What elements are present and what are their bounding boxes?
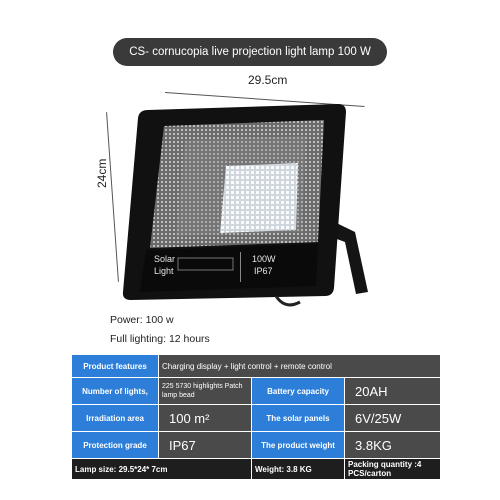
table-row: Product features Charging display + ligh…: [72, 355, 441, 377]
panel-power-text: 100W: [252, 254, 276, 264]
footer-packing: Packing quantity :4 PCS/carton: [345, 459, 441, 479]
panel-solar-text: Solar: [154, 254, 175, 264]
product-weight-label: The product weight: [252, 432, 344, 458]
panel-text: Solar Light 100W IP67: [154, 254, 276, 276]
width-dimension-label: 29.5cm: [248, 73, 288, 87]
protection-grade-value: IP67: [159, 432, 251, 458]
power-cable: [274, 295, 301, 307]
solar-panels-label: The solar panels: [252, 405, 344, 431]
protection-grade-label: Protection grade: [72, 432, 158, 458]
led-array: [220, 163, 298, 233]
footer-lamp-size: Lamp size: 29.5*24* 7cm: [72, 459, 251, 479]
table-footer-row: Lamp size: 29.5*24* 7cm Weight: 3.8 KG P…: [72, 459, 441, 479]
specification-table: Product features Charging display + ligh…: [71, 354, 442, 480]
panel-rating-text: IP67: [254, 266, 273, 276]
panel-light-text: Light: [154, 266, 174, 276]
battery-capacity-label: Battery capacity: [252, 378, 344, 404]
product-weight-value: 3.8KG: [345, 432, 441, 458]
irradiation-area-label: Irradiation area: [72, 405, 158, 431]
battery-capacity-value: 20AH: [345, 378, 441, 404]
power-spec: Power: 100 w: [110, 314, 174, 326]
table-row: Protection grade IP67 The product weight…: [72, 432, 441, 458]
irradiation-area-value: 100 m²: [159, 405, 251, 431]
product-features-value: Charging display + light control + remot…: [159, 355, 441, 377]
number-of-lights-value: 225 5730 highlights Patch lamp bead: [159, 378, 251, 404]
table-row: Irradiation area 100 m² The solar panels…: [72, 405, 441, 431]
product-features-label: Product features: [72, 355, 158, 377]
product-title: CS- cornucopia live projection light lam…: [113, 38, 387, 66]
solar-panels-value: 6V/25W: [345, 405, 441, 431]
number-of-lights-label: Number of lights,: [72, 378, 158, 404]
full-lighting-spec: Full lighting: 12 hours: [110, 333, 210, 345]
table-row: Number of lights, 225 5730 highlights Pa…: [72, 378, 441, 404]
footer-weight: Weight: 3.8 KG: [252, 459, 344, 479]
